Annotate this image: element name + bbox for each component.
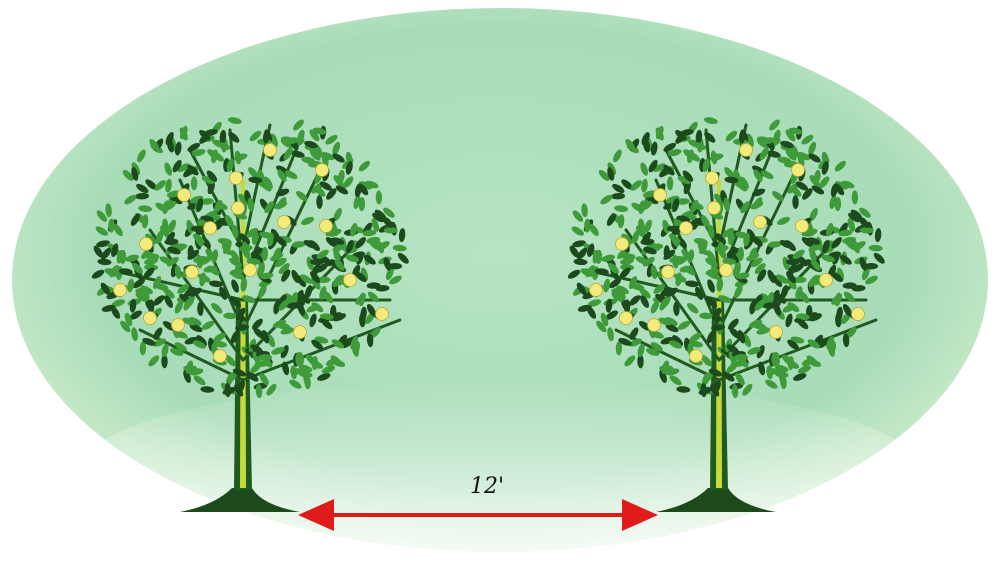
fruit bbox=[662, 266, 675, 279]
leaf bbox=[310, 259, 324, 265]
fruit bbox=[186, 266, 199, 279]
fruit bbox=[680, 222, 693, 235]
fruit bbox=[264, 144, 277, 157]
distance-label: 12' bbox=[470, 474, 504, 499]
fruit bbox=[316, 164, 329, 177]
fruit bbox=[140, 238, 153, 251]
fruit bbox=[178, 189, 191, 202]
fruit bbox=[114, 284, 127, 297]
fruit bbox=[852, 308, 865, 321]
fruit bbox=[204, 222, 217, 235]
fruit bbox=[616, 238, 629, 251]
fruit bbox=[320, 220, 333, 233]
fruit bbox=[376, 308, 389, 321]
fruit bbox=[144, 312, 157, 325]
fruit bbox=[796, 220, 809, 233]
leaf bbox=[191, 176, 197, 190]
fruit bbox=[244, 264, 257, 277]
fruit bbox=[590, 284, 603, 297]
fruit bbox=[648, 319, 661, 332]
leaf bbox=[664, 245, 670, 259]
fruit bbox=[820, 274, 833, 287]
fruit bbox=[770, 326, 783, 339]
fruit bbox=[230, 172, 243, 185]
fruit bbox=[706, 172, 719, 185]
leaf bbox=[667, 176, 673, 190]
fruit bbox=[620, 312, 633, 325]
leaf bbox=[786, 259, 800, 265]
fruit bbox=[278, 216, 291, 229]
fruit bbox=[792, 164, 805, 177]
fruit bbox=[344, 274, 357, 287]
fruit bbox=[690, 350, 703, 363]
leaf bbox=[188, 245, 194, 259]
ground-fade bbox=[80, 380, 920, 560]
fruit bbox=[294, 326, 307, 339]
fruit bbox=[708, 202, 721, 215]
fruit bbox=[720, 264, 733, 277]
fruit bbox=[172, 319, 185, 332]
fruit bbox=[654, 189, 667, 202]
fruit bbox=[740, 144, 753, 157]
fruit bbox=[214, 350, 227, 363]
fruit bbox=[754, 216, 767, 229]
fruit bbox=[232, 202, 245, 215]
